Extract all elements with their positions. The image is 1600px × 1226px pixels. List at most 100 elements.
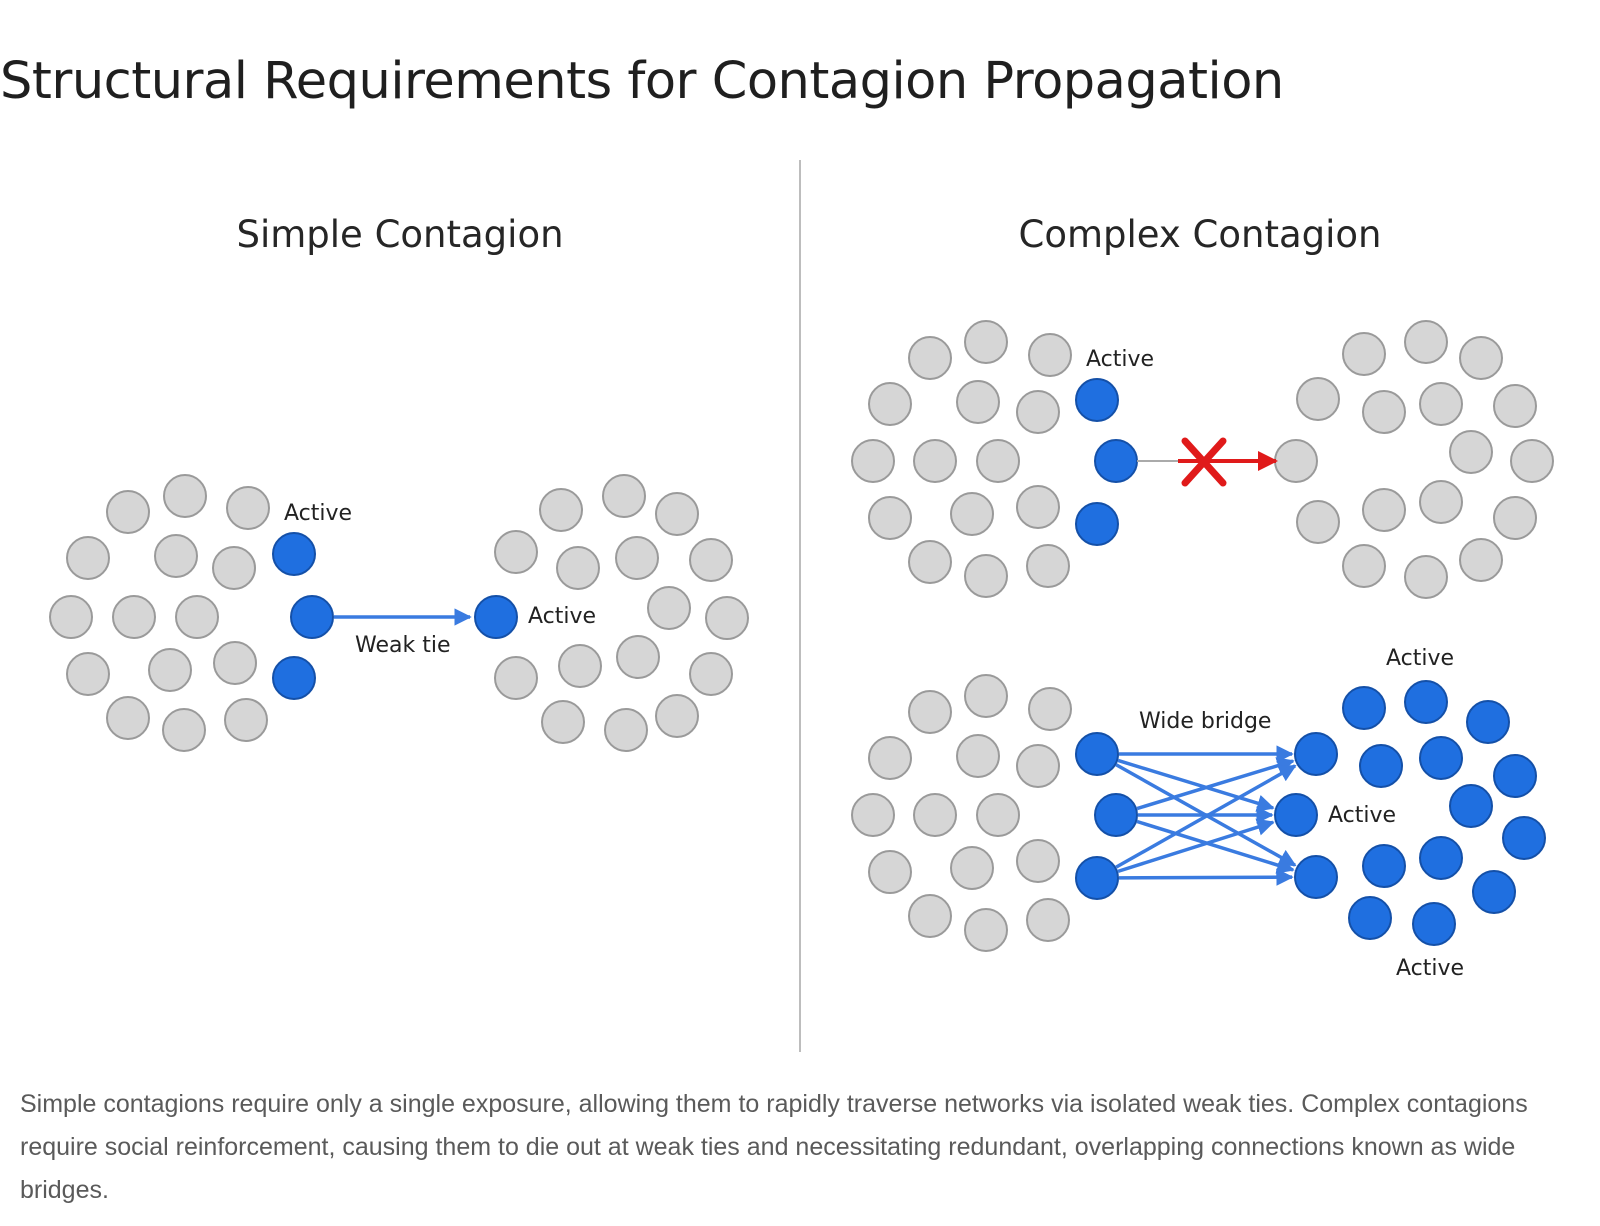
simple-panel-title: Simple Contagion	[236, 213, 563, 256]
simple-active-label-right: Active	[528, 604, 596, 629]
inactive-node	[1028, 687, 1072, 731]
caption: Simple contagions require only a single …	[20, 1090, 1528, 1204]
inactive-node	[148, 648, 192, 692]
inactive-node	[1016, 390, 1060, 434]
inactive-node	[558, 644, 602, 688]
active-node	[1348, 896, 1392, 940]
complex-panel-title: Complex Contagion	[1018, 213, 1381, 256]
inactive-node	[976, 793, 1020, 837]
inactive-node	[163, 474, 207, 518]
inactive-node	[705, 596, 749, 640]
active-node	[1075, 732, 1119, 776]
inactive-node	[1342, 332, 1386, 376]
active-node	[1493, 754, 1537, 798]
inactive-node	[226, 486, 270, 530]
inactive-node	[49, 595, 93, 639]
inactive-node	[964, 320, 1008, 364]
complex-top-left-cluster	[851, 320, 1138, 598]
active-node	[1472, 870, 1516, 914]
red-x-icon	[1181, 437, 1227, 487]
inactive-node	[647, 586, 691, 630]
inactive-node	[1342, 544, 1386, 588]
inactive-node	[913, 439, 957, 483]
active-node	[1404, 680, 1448, 724]
inactive-node	[964, 674, 1008, 718]
inactive-node	[1404, 555, 1448, 599]
active-node	[1342, 686, 1386, 730]
active-node	[1294, 732, 1338, 776]
inactive-node	[1026, 898, 1070, 942]
inactive-node	[950, 846, 994, 890]
active-node	[1412, 902, 1456, 946]
inactive-node	[1459, 336, 1503, 380]
inactive-node	[689, 538, 733, 582]
inactive-node	[212, 546, 256, 590]
contagion-diagram: Simple Contagion Active Active Weak tie …	[49, 160, 1554, 1052]
complex-bottom-active-label-top: Active	[1386, 646, 1454, 671]
active-node	[1094, 793, 1138, 837]
active-node	[1449, 784, 1493, 828]
inactive-node	[868, 850, 912, 894]
inactive-node	[1419, 382, 1463, 426]
active-node	[1419, 736, 1463, 780]
inactive-node	[908, 336, 952, 380]
active-node	[1094, 439, 1138, 483]
complex-top-active-label: Active	[1086, 347, 1154, 372]
inactive-node	[868, 736, 912, 780]
inactive-node	[1274, 439, 1318, 483]
inactive-node	[1016, 839, 1060, 883]
inactive-node	[162, 708, 206, 752]
inactive-node	[908, 690, 952, 734]
inactive-node	[964, 554, 1008, 598]
inactive-node	[1016, 485, 1060, 529]
complex-bottom-right-cluster	[1274, 680, 1546, 946]
inactive-node	[1028, 333, 1072, 377]
inactive-node	[1016, 744, 1060, 788]
inactive-node	[604, 708, 648, 752]
inactive-node	[66, 652, 110, 696]
inactive-node	[851, 439, 895, 483]
inactive-node	[1459, 538, 1503, 582]
inactive-node	[868, 382, 912, 426]
inactive-node	[956, 380, 1000, 424]
simple-contagion-panel: Simple Contagion Active Active Weak tie	[49, 213, 749, 752]
inactive-node	[868, 496, 912, 540]
inactive-node	[1404, 320, 1448, 364]
inactive-node	[539, 488, 583, 532]
complex-bottom-left-cluster	[851, 674, 1138, 952]
active-node	[1419, 836, 1463, 880]
active-node	[1502, 816, 1546, 860]
inactive-node	[851, 793, 895, 837]
inactive-node	[956, 734, 1000, 778]
wide-bridge-label: Wide bridge	[1139, 709, 1271, 734]
active-node	[1274, 793, 1318, 837]
simple-active-label-left: Active	[284, 501, 352, 526]
inactive-node	[224, 698, 268, 742]
active-node	[272, 532, 316, 576]
inactive-node	[556, 546, 600, 590]
inactive-node	[908, 540, 952, 584]
inactive-node	[213, 641, 257, 685]
inactive-node	[175, 595, 219, 639]
active-node	[474, 595, 518, 639]
inactive-node	[112, 595, 156, 639]
inactive-node	[655, 694, 699, 738]
simple-right-cluster	[474, 474, 749, 752]
inactive-node	[655, 492, 699, 536]
inactive-node	[106, 696, 150, 740]
active-node	[1362, 844, 1406, 888]
bridge-link	[1117, 818, 1275, 874]
inactive-node	[950, 492, 994, 536]
bridge-link	[1136, 819, 1295, 874]
inactive-node	[689, 652, 733, 696]
inactive-node	[1026, 544, 1070, 588]
inactive-node	[494, 656, 538, 700]
active-node	[272, 656, 316, 700]
complex-top-right-cluster	[1274, 320, 1554, 599]
simple-left-cluster	[49, 474, 334, 752]
inactive-node	[1449, 430, 1493, 474]
inactive-node	[1296, 500, 1340, 544]
inactive-node	[1419, 480, 1463, 524]
inactive-node	[602, 474, 646, 518]
bridge-link	[1136, 757, 1295, 811]
